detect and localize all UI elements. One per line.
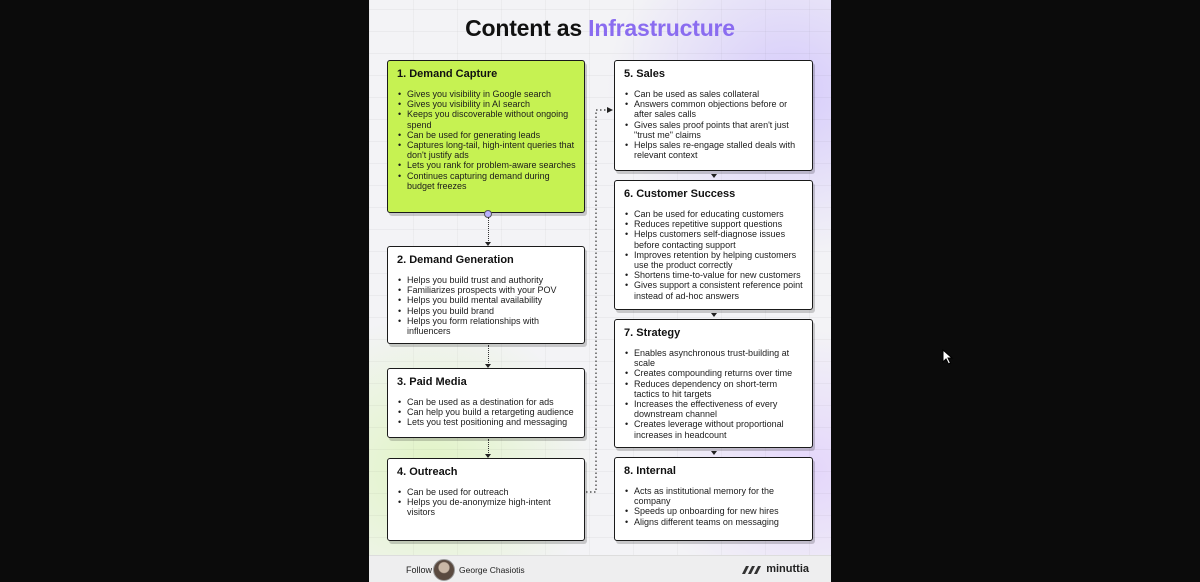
list-item: Acts as institutional memory for the com… [624, 486, 804, 506]
card-list: Can be used for educating customers Redu… [624, 209, 804, 301]
arrow-down-icon [485, 242, 491, 246]
card-outreach: 4. Outreach Can be used for outreach Hel… [387, 458, 585, 541]
list-item: Improves retention by helping customers … [624, 250, 804, 270]
list-item: Can be used as a destination for ads [397, 397, 576, 407]
list-item: Reduces repetitive support questions [624, 219, 804, 229]
card-title: 3. Paid Media [397, 376, 467, 388]
list-item: Reduces dependency on short-term tactics… [624, 379, 804, 399]
arrow-down-icon [485, 364, 491, 368]
arrow-down-icon [485, 454, 491, 458]
list-item: Continues capturing demand during budget… [397, 171, 576, 191]
title-prefix: Content as [465, 15, 582, 41]
card-title: 5. Sales [624, 68, 665, 80]
card-title: 8. Internal [624, 465, 676, 477]
card-list: Gives you visibility in Google search Gi… [397, 89, 576, 191]
card-title: 4. Outreach [397, 466, 458, 478]
follow-label: Follow [406, 565, 433, 575]
list-item: Gives you visibility in Google search [397, 89, 576, 99]
list-item: Helps you form relationships with influe… [397, 316, 576, 336]
list-item: Creates compounding returns over time [624, 368, 804, 378]
arrow-down-icon [711, 451, 717, 455]
card-sales: 5. Sales Can be used as sales collateral… [614, 60, 813, 171]
connector-line [488, 345, 489, 365]
list-item: Familiarizes prospects with your POV [397, 285, 576, 295]
card-demand-generation: 2. Demand Generation Helps you build tru… [387, 246, 585, 344]
list-item: Helps you build brand [397, 306, 576, 316]
brand-name: minuttia [766, 563, 809, 575]
card-list: Can be used for outreach Helps you de-an… [397, 487, 576, 518]
author-name: George Chasiotis [459, 565, 525, 575]
avatar [433, 559, 455, 581]
list-item: Gives sales proof points that aren't jus… [624, 120, 804, 140]
card-list: Can be used as sales collateral Answers … [624, 89, 804, 160]
list-item: Lets you test positioning and messaging [397, 417, 576, 427]
list-item: Keeps you discoverable without ongoing s… [397, 109, 576, 129]
list-item: Helps you de-anonymize high-intent visit… [397, 497, 576, 517]
list-item: Creates leverage without proportional in… [624, 419, 804, 439]
brand-logo-icon [742, 566, 761, 574]
card-title: 1. Demand Capture [397, 68, 498, 80]
list-item: Can be used for generating leads [397, 130, 576, 140]
list-item: Can help you build a retargeting audienc… [397, 407, 576, 417]
card-customer-success: 6. Customer Success Can be used for educ… [614, 180, 813, 310]
card-internal: 8. Internal Acts as institutional memory… [614, 457, 813, 541]
card-title: 2. Demand Generation [397, 254, 514, 266]
card-title: 6. Customer Success [624, 188, 736, 200]
card-paid-media: 3. Paid Media Can be used as a destinati… [387, 368, 585, 438]
title-accent: Infrastructure [588, 15, 735, 41]
poster-title: Content as Infrastructure [369, 15, 831, 42]
card-list: Helps you build trust and authority Fami… [397, 275, 576, 336]
list-item: Gives support a consistent reference poi… [624, 280, 804, 300]
list-item: Enables asynchronous trust-building at s… [624, 348, 804, 368]
arrow-down-icon [711, 313, 717, 317]
list-item: Captures long-tail, high-intent queries … [397, 140, 576, 160]
list-item: Answers common objections before or afte… [624, 99, 804, 119]
infographic-poster: Content as Infrastructure 1. Demand Capt… [369, 0, 831, 582]
connector-line [488, 439, 489, 455]
list-item: Can be used as sales collateral [624, 89, 804, 99]
card-list: Can be used as a destination for ads Can… [397, 397, 576, 428]
list-item: Can be used for educating customers [624, 209, 804, 219]
list-item: Helps you build trust and authority [397, 275, 576, 285]
list-item: Shortens time-to-value for new customers [624, 270, 804, 280]
list-item: Aligns different teams on messaging [624, 517, 804, 527]
list-item: Lets you rank for problem-aware searches [397, 160, 576, 170]
list-item: Gives you visibility in AI search [397, 99, 576, 109]
arrow-down-icon [711, 174, 717, 178]
card-demand-capture: 1. Demand Capture Gives you visibility i… [387, 60, 585, 213]
connector-line [488, 217, 489, 243]
list-item: Can be used for outreach [397, 487, 576, 497]
list-item: Speeds up onboarding for new hires [624, 506, 804, 516]
card-list: Acts as institutional memory for the com… [624, 486, 804, 527]
list-item: Helps you build mental availability [397, 295, 576, 305]
mouse-cursor-icon [942, 349, 954, 365]
card-strategy: 7. Strategy Enables asynchronous trust-b… [614, 319, 813, 448]
cross-connector [586, 107, 613, 493]
card-title: 7. Strategy [624, 327, 681, 339]
card-list: Enables asynchronous trust-building at s… [624, 348, 804, 440]
list-item: Helps customers self-diagnose issues bef… [624, 229, 804, 249]
list-item: Helps sales re-engage stalled deals with… [624, 140, 804, 160]
poster-footer: Follow George Chasiotis minuttia [369, 555, 831, 582]
list-item: Increases the effectiveness of every dow… [624, 399, 804, 419]
